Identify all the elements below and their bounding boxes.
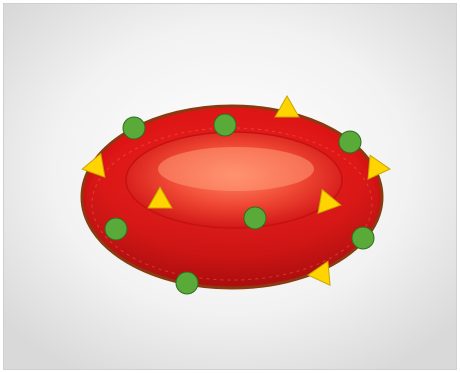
cell-dimple-highlight	[158, 147, 314, 191]
antigen-circle-icon	[105, 218, 127, 240]
illustration-canvas	[4, 4, 457, 370]
illustration-frame	[3, 3, 457, 370]
antigen-circle-icon	[123, 117, 145, 139]
antigen-circle-icon	[176, 272, 198, 294]
antigen-circle-icon	[339, 131, 361, 153]
antigen-circle-icon	[214, 114, 236, 136]
antigen-circle-icon	[244, 207, 266, 229]
antigen-circle-icon	[352, 227, 374, 249]
